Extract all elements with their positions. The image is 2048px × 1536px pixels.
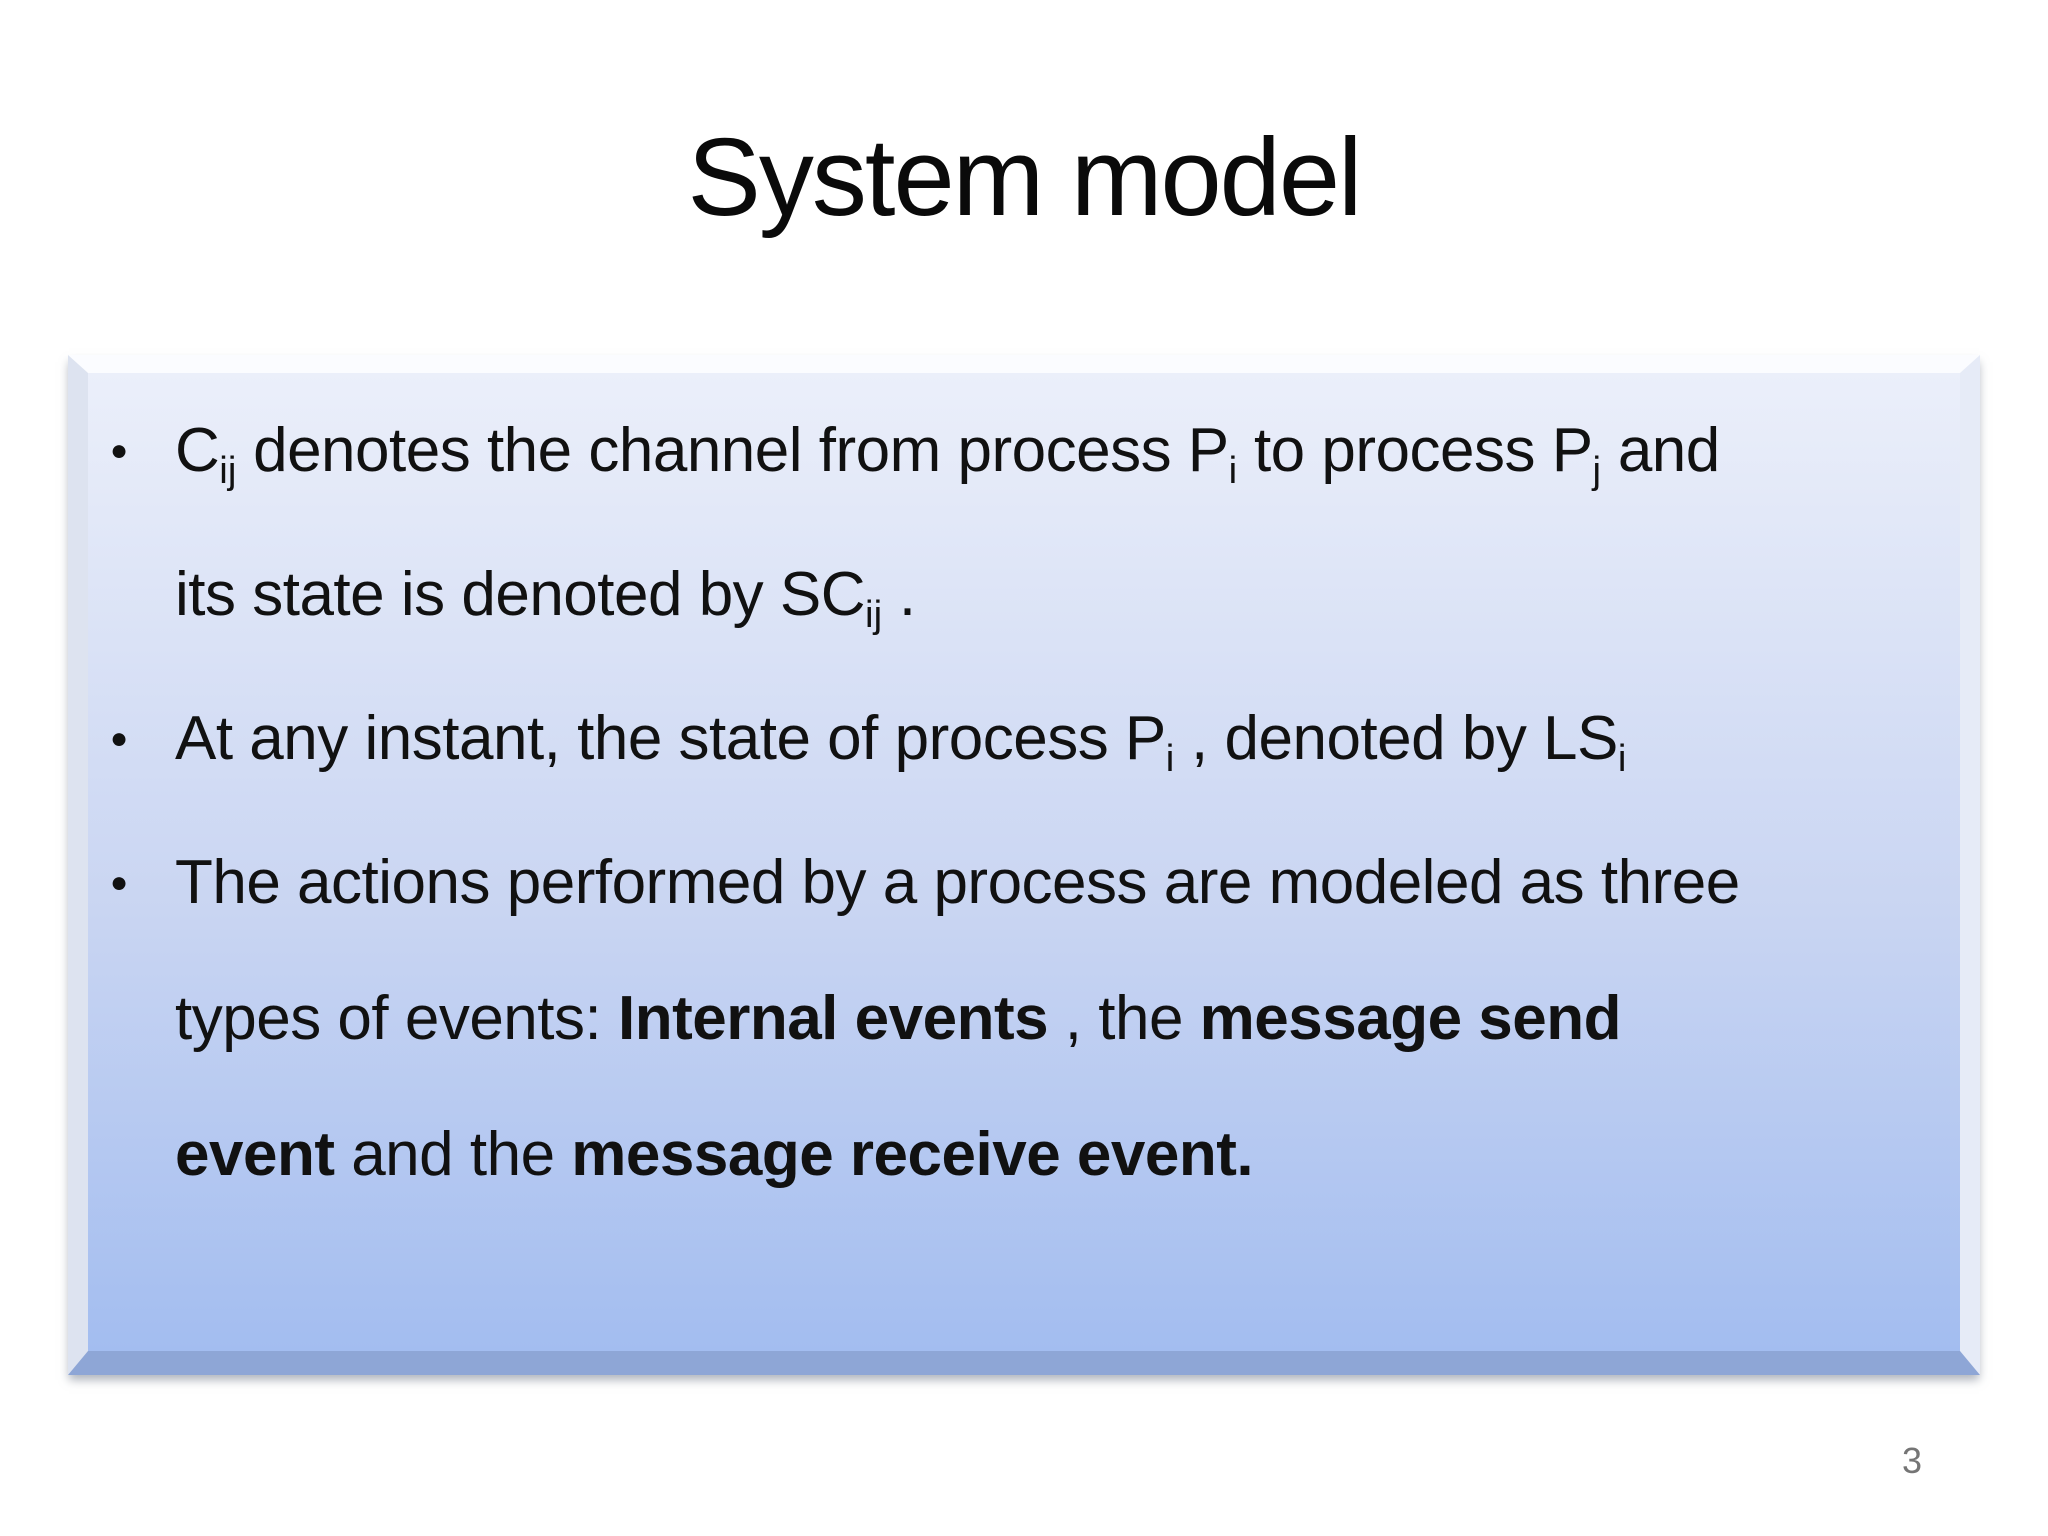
bullet-item: ● Cij denotes the channel from process Pi… bbox=[88, 383, 1960, 671]
bullet-item: ● The actions performed by a process are … bbox=[88, 815, 1960, 1223]
slide-title: System model bbox=[687, 116, 1363, 239]
bullet-list: ● Cij denotes the channel from process Pi… bbox=[88, 373, 1960, 1223]
bullet-item: ● At any instant, the state of process Pi… bbox=[88, 671, 1960, 815]
bullet-marker: ● bbox=[110, 866, 128, 899]
bullet-marker: ● bbox=[110, 722, 128, 755]
content-panel: ● Cij denotes the channel from process Pi… bbox=[68, 355, 1980, 1375]
bullet-marker: ● bbox=[110, 434, 128, 467]
bullet-text: At any instant, the state of process Pi … bbox=[175, 704, 1627, 780]
bullet-text: The actions performed by a process are m… bbox=[175, 848, 1740, 1189]
page-number: 3 bbox=[1902, 1440, 1923, 1481]
bullet-text: Cij denotes the channel from process Pi … bbox=[175, 416, 1720, 636]
